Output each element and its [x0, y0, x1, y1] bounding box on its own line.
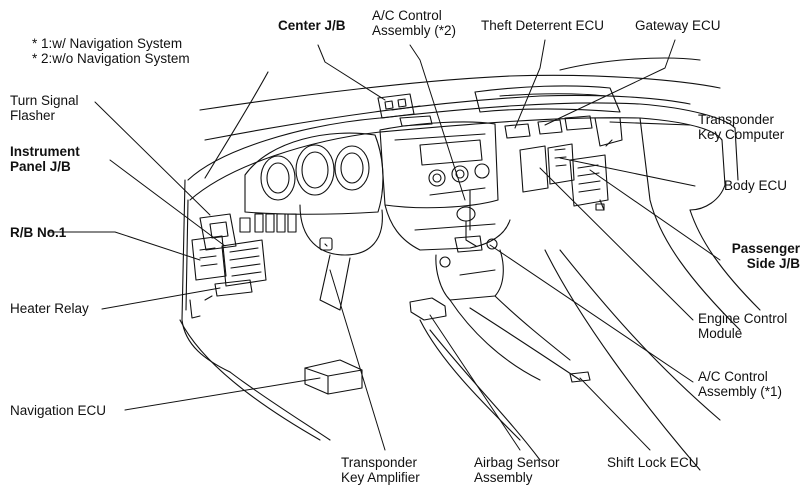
label-ac-control-assembly-2: A/C Control Assembly (*2) — [372, 8, 457, 38]
label-navigation-ecu: Navigation ECU — [10, 403, 107, 418]
steering-column — [299, 204, 383, 311]
label-center-jb: Center J/B — [278, 18, 346, 33]
label-engine-control-module: Engine Control Module — [698, 311, 788, 341]
label-body-ecu: Body ECU — [724, 178, 788, 193]
leader-lines — [47, 39, 721, 451]
lower-parts — [304, 297, 591, 461]
label-transponder-key-amplifier: Transponder Key Amplifier — [341, 455, 420, 485]
label-shift-lock-ecu: Shift Lock ECU — [607, 455, 699, 470]
note-with-navigation: * 1:w/ Navigation System — [32, 36, 183, 51]
windshield-outline — [199, 57, 721, 179]
label-turn-signal-flasher: Turn Signal Flasher — [10, 93, 79, 123]
right-ecu-blocks — [504, 115, 623, 211]
label-heater-relay: Heater Relay — [10, 301, 89, 316]
note-without-navigation: * 2:w/o Navigation System — [32, 51, 190, 66]
label-airbag-sensor-assembly: Airbag Sensor Assembly — [474, 455, 560, 485]
label-ac-control-assembly-1: A/C Control Assembly (*1) — [698, 369, 783, 399]
label-instrument-panel-jb: Instrument Panel J/B — [10, 144, 80, 174]
label-gateway-ecu: Gateway ECU — [635, 18, 721, 33]
label-theft-deterrent-ecu: Theft Deterrent ECU — [481, 18, 605, 33]
label-transponder-key-computer: Transponder Key Computer — [698, 112, 785, 142]
left-junction-blocks — [189, 213, 267, 319]
label-rb-no1: R/B No.1 — [10, 225, 67, 240]
dashboard-body — [179, 85, 761, 471]
center-console — [379, 121, 581, 381]
center-jb-block — [377, 93, 433, 127]
label-passenger-side-jb: Passenger Side J/B — [731, 241, 800, 271]
instrument-cluster — [244, 132, 384, 215]
left-switch-panel — [239, 213, 297, 233]
